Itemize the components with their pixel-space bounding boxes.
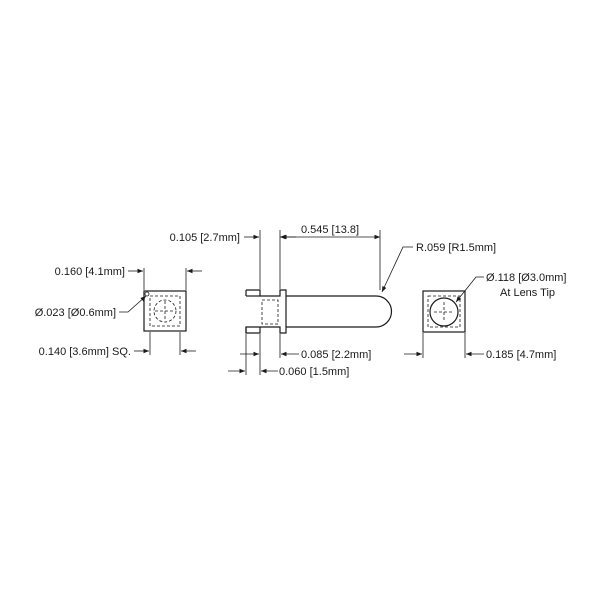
left-view-dashed-circle <box>153 299 177 323</box>
side-view: 0.105 [2.7mm] 0.545 [13.8] R.059 [R1.5mm… <box>170 224 496 378</box>
body-length-label: 0.545 [13.8] <box>301 224 359 236</box>
right-view-dashed-square <box>427 295 461 328</box>
pin-marker <box>144 291 150 297</box>
pin-leader <box>119 295 147 313</box>
lens-note-label: At Lens Tip <box>500 287 555 299</box>
left-view-dashed-square <box>149 295 181 327</box>
cavity-length-label: 0.085 [2.2mm] <box>301 349 371 361</box>
radius-leader <box>381 246 413 293</box>
lens-circle <box>429 297 459 327</box>
left-end-view: 0.160 [4.1mm] 0.140 [3.6mm] SQ. Ø.023 [Ø… <box>35 266 202 358</box>
lens-leader <box>455 276 484 303</box>
body-outline <box>286 295 393 328</box>
cavity-dashed <box>261 299 279 325</box>
flange-outline <box>245 289 287 334</box>
pin-diameter-label: Ø.023 [Ø0.6mm] <box>35 307 116 319</box>
right-width-label: 0.185 [4.7mm] <box>486 349 556 361</box>
lens-diameter-label: Ø.118 [Ø3.0mm] <box>486 272 567 284</box>
right-view-outline <box>422 290 466 333</box>
left-width-label: 0.160 [4.1mm] <box>55 266 125 278</box>
gap-length-label: 0.060 [1.5mm] <box>279 366 349 378</box>
right-end-view: Ø.118 [Ø3.0mm] At Lens Tip 0.185 [4.7mm] <box>404 272 567 361</box>
flange-length-label: 0.105 [2.7mm] <box>170 232 240 244</box>
tip-radius-label: R.059 [R1.5mm] <box>416 242 496 254</box>
base-square-label: 0.140 [3.6mm] SQ. <box>39 346 131 358</box>
left-view-outline <box>143 290 187 332</box>
